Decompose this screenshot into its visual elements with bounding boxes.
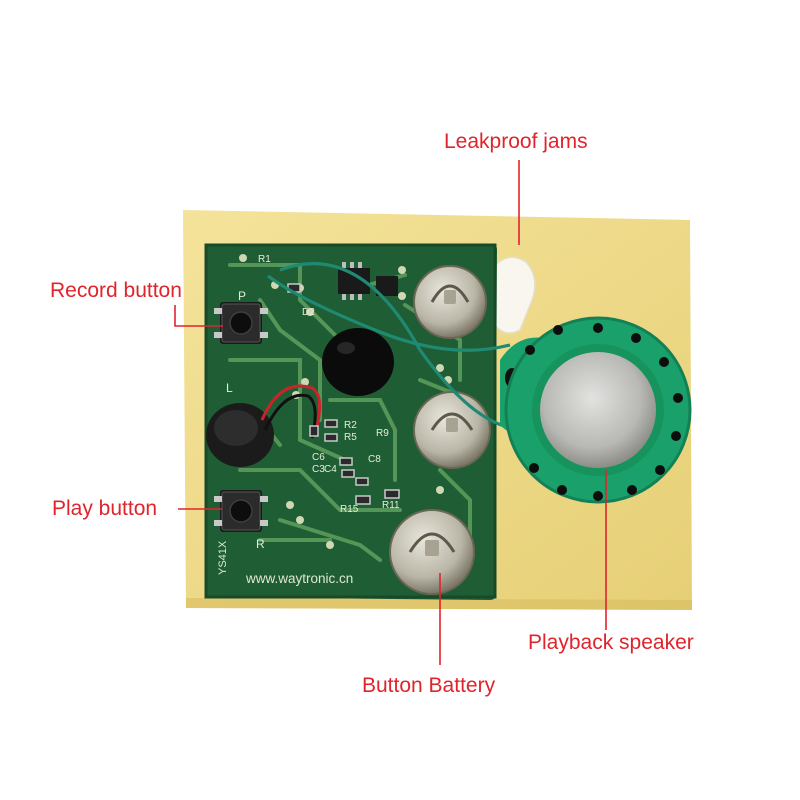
svg-text:P: P — [238, 289, 246, 303]
smd-ic-2 — [376, 276, 398, 296]
label-playback-speaker: Playback speaker — [528, 631, 694, 654]
silkscreen-labels: R1 P L D2 R2 R5 R9 C8 C6 C3 C4 R15 R11 R — [226, 254, 400, 551]
svg-text:R1: R1 — [258, 254, 271, 265]
record-leader — [174, 305, 223, 327]
speaker-holes — [525, 323, 683, 501]
svg-text:C8: C8 — [368, 454, 381, 465]
svg-text:R11: R11 — [382, 500, 400, 511]
board-website: www.waytronic.cn — [245, 571, 353, 586]
label-leakproof-jams: Leakproof jams — [444, 130, 588, 153]
mic-wire-black — [263, 393, 317, 439]
svg-text:R9: R9 — [376, 428, 389, 439]
record-button — [214, 302, 268, 344]
epoxy-chip-highlight — [337, 342, 355, 354]
smd-passives — [287, 283, 400, 505]
svg-text:C3: C3 — [312, 464, 325, 475]
play-button — [214, 490, 268, 532]
epoxy-chip — [322, 328, 394, 396]
speaker — [504, 316, 692, 504]
svg-text:D2: D2 — [302, 307, 315, 318]
mic-wire-red — [260, 384, 322, 431]
svg-text:R2: R2 — [344, 420, 357, 431]
svg-text:R: R — [256, 537, 265, 551]
microphone — [206, 403, 274, 467]
battery-cell-1 — [413, 265, 487, 339]
svg-text:C6: C6 — [312, 452, 325, 463]
svg-text:L: L — [226, 381, 233, 395]
board-model: YS41X — [217, 540, 229, 575]
svg-text:C4: C4 — [324, 464, 337, 475]
speaker-wire-1 — [279, 261, 513, 430]
label-button-battery: Button Battery — [362, 674, 496, 697]
callout-lines — [174, 160, 607, 665]
tape-shadow — [186, 598, 692, 610]
speaker-wire-2 — [267, 274, 511, 352]
battery-cell-3 — [389, 509, 475, 595]
label-play-button: Play button — [52, 497, 158, 520]
svg-text:R15: R15 — [340, 504, 359, 515]
battery-cell-2 — [413, 391, 491, 469]
svg-text:R5: R5 — [344, 432, 357, 443]
label-record-button: Record button — [50, 279, 182, 302]
